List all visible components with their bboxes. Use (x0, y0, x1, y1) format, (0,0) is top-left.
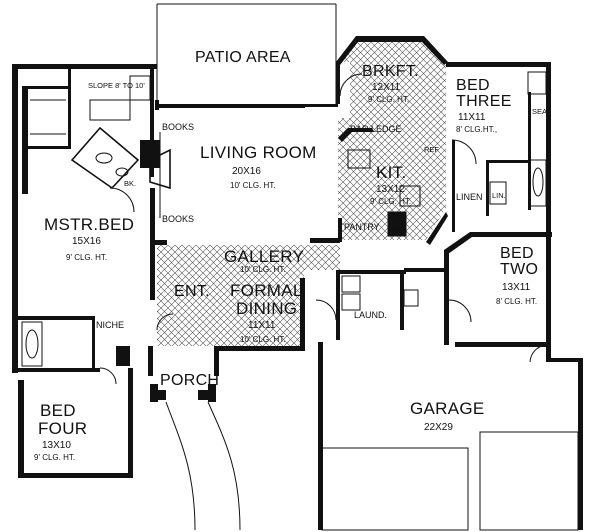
bed-two-dim: 13X11 (502, 282, 531, 293)
books-bottom-label: BOOKS (162, 214, 194, 224)
bed-four-label-1: BED (40, 401, 76, 420)
lin-label: LIN. (492, 191, 506, 200)
formal-dining-label-1: FORMAL (230, 281, 303, 300)
linen-label: LINEN (456, 192, 483, 202)
living-room-clg: 10' CLG. HT. (230, 181, 276, 190)
kit-clg: 9' CLG. HT. (370, 197, 411, 206)
entry-tile (157, 300, 220, 346)
living-room-label: LIVING ROOM (200, 143, 317, 162)
bk-label: BK. (124, 179, 136, 188)
brkft-dim: 12X11 (372, 82, 401, 93)
annotation-labels: SLOPE 8' TO 10' BOOKS BOOKS BK. BAR LEDG… (88, 81, 551, 330)
books-top-label: BOOKS (162, 122, 194, 132)
mstr-bed-dim: 15X16 (72, 236, 101, 247)
ent-label: ENT. (174, 283, 210, 300)
bed-three-label-2: THREE (456, 93, 512, 110)
master-door (109, 187, 135, 213)
mstr-bed-label: MSTR.BED (44, 215, 134, 234)
kit-label: KIT. (376, 163, 407, 182)
fireplace (149, 148, 171, 190)
formal-dining-dim: 11X11 (248, 320, 276, 331)
room-labels: PATIO AREA BRKFT. 12X11 9' CLG. HT. BED … (34, 49, 538, 462)
formal-dining-label-2: DINING (236, 299, 297, 318)
garage-label: GARAGE (410, 399, 485, 418)
brkft-label: BRKFT. (362, 63, 419, 80)
gallery-tile (157, 245, 340, 346)
bed-two-label-1: BED (500, 245, 534, 262)
gallery-label: GALLERY (224, 247, 304, 266)
porch-label: PORCH (160, 372, 219, 389)
tub (89, 99, 131, 121)
bed-three-label-1: BED (456, 77, 490, 94)
kitchen-tile (338, 40, 446, 240)
garage-dim: 22X29 (424, 422, 453, 433)
bed-four-dim: 13X10 (42, 440, 71, 451)
patio-door (339, 73, 363, 97)
seat-label: SEAT (532, 107, 551, 116)
bed-two-clg: 8' CLG. HT. (496, 297, 537, 306)
bed-four-clg: 9' CLG. HT. (34, 453, 75, 462)
bed-three-dim: 11X11 (458, 112, 486, 123)
o-label: O. (392, 225, 400, 234)
pantry-label: PANTRY (344, 222, 380, 232)
bed-three-clg: 8' CLG.HT., (456, 125, 497, 134)
formal-dining-clg: 10' CLG. HT. (240, 335, 286, 344)
slope-label: SLOPE 8' TO 10' (88, 81, 145, 90)
niche-label: NICHE (96, 320, 124, 330)
exterior-walls (12, 36, 583, 530)
doors (99, 73, 547, 385)
kit-dim: 13X12 (376, 184, 405, 195)
fixtures (21, 71, 579, 531)
mstr-bed-clg: 9' CLG. HT. (66, 253, 107, 262)
bed-four-label-2: FOUR (38, 419, 87, 438)
tiled-floors (150, 40, 446, 402)
bed-two-label-2: TWO (500, 261, 538, 278)
vanity (70, 126, 140, 190)
interior-walls (18, 69, 552, 372)
ref-label: REF (424, 145, 439, 154)
patio-label: PATIO AREA (195, 49, 291, 66)
brkft-clg: 9' CLG. HT. (368, 95, 409, 104)
gallery-clg: 10' CLG. HT. (240, 265, 286, 274)
bar-ledge-label: BAR LEDGE (350, 124, 402, 134)
living-room-dim: 20X16 (232, 166, 261, 177)
laund-label: LAUND. (354, 310, 387, 320)
